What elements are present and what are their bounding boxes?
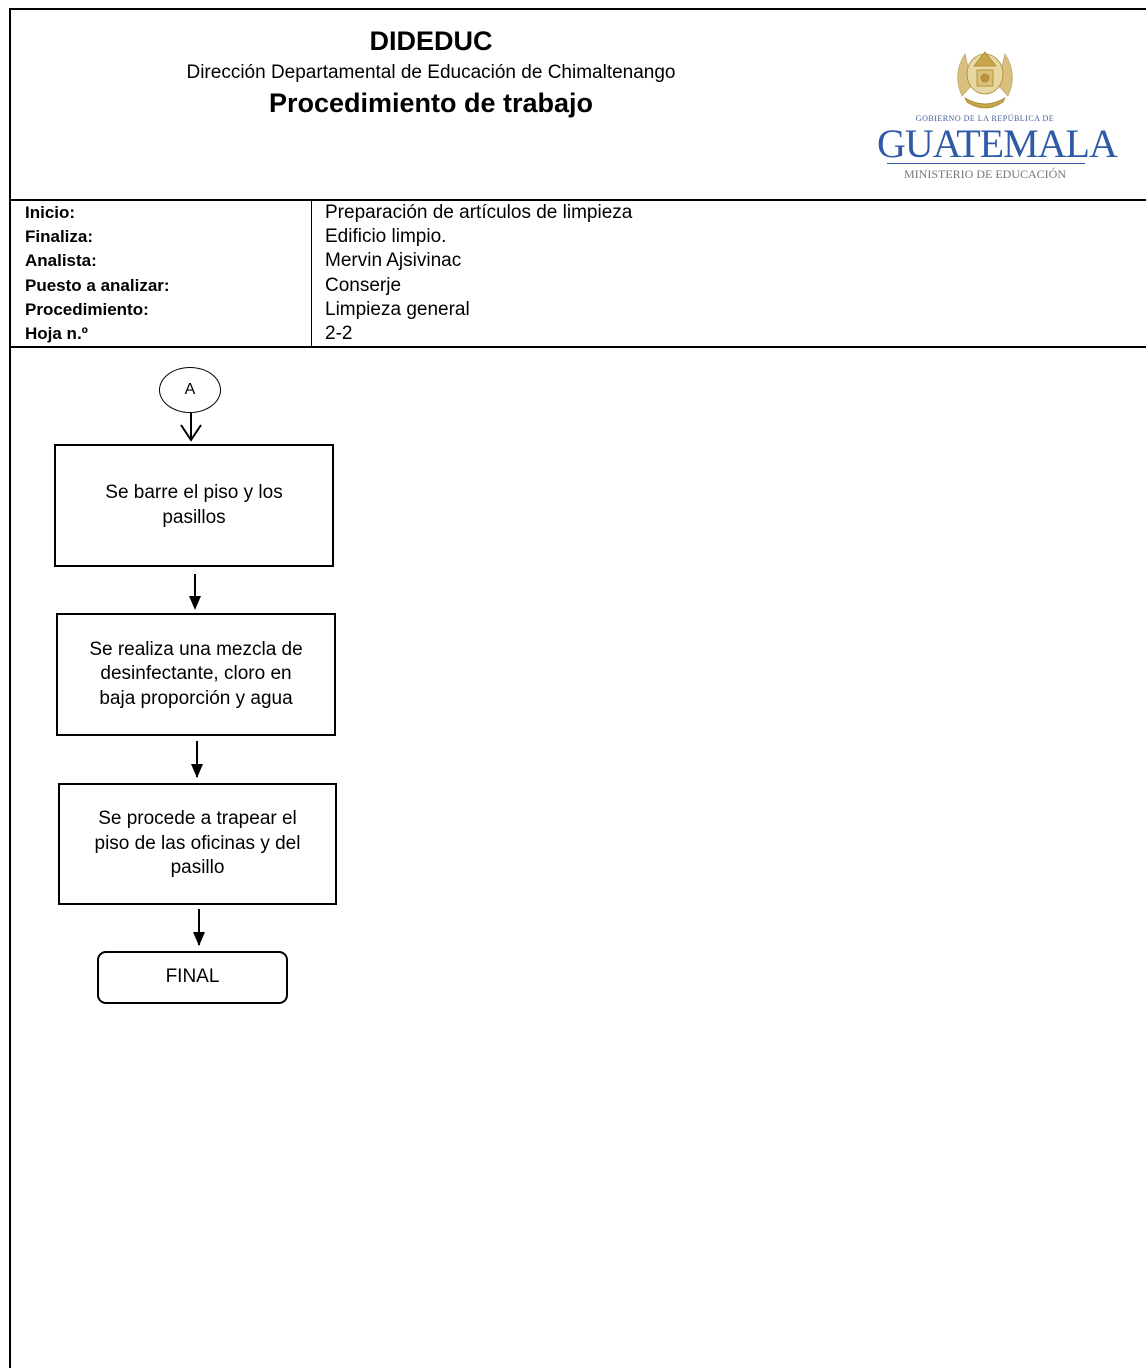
- info-value: Conserje: [325, 275, 402, 296]
- info-value: 2-2: [325, 323, 353, 344]
- info-row: Analista: Mervin Ajsivinac: [9, 249, 1146, 274]
- logo-divider: [887, 163, 1085, 164]
- org-full-name: Dirección Departamental de Educación de …: [186, 62, 676, 83]
- info-label: Puesto a analizar:: [25, 276, 170, 295]
- flow-end-terminal: FINAL: [97, 951, 288, 1004]
- document-title: Procedimiento de trabajo: [268, 88, 594, 118]
- org-name: DIDEDUC: [369, 26, 493, 56]
- document-header: DIDEDUC Dirección Departamental de Educa…: [9, 8, 1146, 201]
- flow-step-text: Se procede a trapear el piso de las ofic…: [94, 808, 301, 879]
- logo-ministry: MINISTERIO DE EDUCACIÓN: [904, 167, 1066, 181]
- info-label: Procedimiento:: [25, 300, 149, 319]
- flow-arrowhead: [189, 596, 201, 610]
- info-row: Puesto a analizar: Conserje: [9, 274, 1146, 299]
- flow-step-2: Se realiza una mezcla de desinfectante, …: [56, 613, 336, 736]
- coat-of-arms-icon: [957, 51, 1013, 109]
- info-row: Finaliza: Edificio limpio.: [9, 225, 1146, 250]
- flow-step-1: Se barre el piso y los pasillos: [54, 444, 334, 567]
- ministry-logo: GOBIERNO DE LA REPÚBLICA DE GUATEMALA MI…: [877, 44, 1118, 184]
- flow-arrowhead: [191, 764, 203, 778]
- flow-step-text: Se realiza una mezcla de desinfectante, …: [89, 638, 303, 709]
- logo-country: GUATEMALA: [877, 121, 1118, 166]
- info-label: Analista:: [25, 251, 97, 270]
- info-table: Inicio: Preparación de artículos de limp…: [9, 200, 1146, 348]
- info-row: Procedimiento: Limpieza general: [9, 298, 1146, 323]
- info-value: Edificio limpio.: [325, 226, 447, 247]
- logo-top-line: GOBIERNO DE LA REPÚBLICA DE: [915, 114, 1055, 123]
- info-label: Finaliza:: [25, 227, 94, 246]
- info-value: Mervin Ajsivinac: [325, 250, 462, 271]
- offpage-connector: A: [159, 367, 221, 413]
- info-label: Inicio:: [25, 203, 76, 222]
- page-frame: [9, 8, 1146, 1368]
- info-row: Hoja n.º 2-2: [9, 322, 1146, 347]
- info-value: Limpieza general: [325, 299, 470, 320]
- info-label: Hoja n.º: [25, 324, 88, 343]
- info-column-divider: [311, 200, 312, 346]
- info-value: Preparación de artículos de limpieza: [325, 202, 633, 223]
- info-row: Inicio: Preparación de artículos de limp…: [9, 201, 1146, 226]
- flow-arrowhead: [193, 932, 205, 946]
- flow-end-text: FINAL: [165, 966, 220, 988]
- flow-arrowhead-open: [180, 424, 202, 442]
- flow-step-3: Se procede a trapear el piso de las ofic…: [58, 783, 337, 905]
- flow-step-text: Se barre el piso y los pasillos: [105, 482, 283, 528]
